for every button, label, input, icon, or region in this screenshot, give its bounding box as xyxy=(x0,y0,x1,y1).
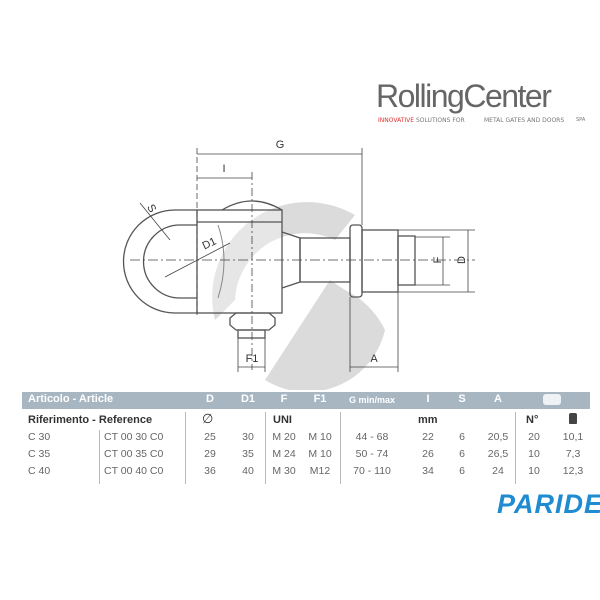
table-cell: 10 xyxy=(528,448,540,460)
header-f1: F1 xyxy=(313,393,327,405)
logo-tagline-left: INNOVATIVE SOLUTIONS FOR xyxy=(378,117,465,124)
label-f1: F1 xyxy=(246,353,259,365)
label-g: G xyxy=(276,139,285,151)
table-cell: 6 xyxy=(459,448,465,460)
logo-suffix: SPA xyxy=(576,117,586,123)
table-cell: C 40 xyxy=(28,465,51,477)
table-cell: 10 xyxy=(528,465,540,477)
table-cell: M12 xyxy=(309,465,331,477)
label-a: A xyxy=(370,353,378,365)
table-cell: 6 xyxy=(459,431,465,443)
table-cell: CT 00 35 C0 xyxy=(104,448,164,460)
header-d1: D1 xyxy=(240,393,256,405)
table-cell: M 24 xyxy=(272,448,296,460)
header-g: G min/max xyxy=(348,395,395,405)
table-cell: 6 xyxy=(459,465,465,477)
table-cell: CT 00 40 C0 xyxy=(104,465,164,477)
table-cell: 20 xyxy=(528,431,540,443)
table-header-bar xyxy=(22,392,590,409)
table-cell: C 30 xyxy=(28,431,51,443)
table-cell: M 10 xyxy=(308,431,332,443)
table-cell: 26,5 xyxy=(487,448,509,460)
logo-tagline-right: METAL GATES AND DOORS xyxy=(484,117,565,124)
header-s: S xyxy=(458,393,466,405)
logo-brand: RollingCenter xyxy=(376,78,552,114)
table-cell: M 10 xyxy=(308,448,332,460)
table-cell: 70 - 110 xyxy=(353,465,391,477)
label-i: I xyxy=(222,163,225,175)
subheader-uni: UNI xyxy=(273,414,292,426)
table-cell: 26 xyxy=(422,448,434,460)
header-d: D xyxy=(206,393,214,405)
header-a: A xyxy=(494,393,502,405)
table-cell: 36 xyxy=(204,465,216,477)
table-cell: M 30 xyxy=(272,465,296,477)
subheader-reference: Riferimento - Reference xyxy=(28,414,153,426)
subheader-count: N° xyxy=(526,414,539,426)
table-cell: 30 xyxy=(242,431,254,443)
table-cell: 35 xyxy=(242,448,254,460)
divider xyxy=(265,412,266,484)
table-cell: 10,1 xyxy=(562,431,584,443)
divider xyxy=(185,412,186,484)
watermark xyxy=(212,202,385,390)
label-d: D xyxy=(456,256,468,264)
technical-drawing: G I S D1 F D F1 A xyxy=(122,139,475,390)
table-cell: 12,3 xyxy=(562,465,584,477)
divider xyxy=(515,412,516,484)
table-cell: 20,5 xyxy=(487,431,509,443)
table-cell: 29 xyxy=(204,448,216,460)
table-cell: 25 xyxy=(204,431,216,443)
label-d1: D1 xyxy=(201,235,219,252)
divider xyxy=(99,430,100,484)
table-cell: 22 xyxy=(422,431,434,443)
table-cell: M 20 xyxy=(272,431,296,443)
subheader-mm: mm xyxy=(418,414,438,426)
divider xyxy=(340,412,341,484)
table-cell: 7,3 xyxy=(565,448,581,460)
label-f: F xyxy=(432,256,444,263)
box-icon xyxy=(543,394,561,405)
table-cell: 40 xyxy=(242,465,254,477)
header-f: F xyxy=(280,393,288,405)
table-cell: 44 - 68 xyxy=(355,431,389,443)
table-cell: CT 00 30 C0 xyxy=(104,431,164,443)
header-i: I xyxy=(426,393,430,405)
weight-icon xyxy=(569,413,577,424)
table-cell: 50 - 74 xyxy=(355,448,389,460)
table-cell: 34 xyxy=(422,465,434,477)
table-cell: C 35 xyxy=(28,448,51,460)
rolling-center-logo: RollingCenter INNOVATIVE SOLUTIONS FOR M… xyxy=(376,80,591,128)
diameter-icon: ∅ xyxy=(202,411,214,426)
paride-logo: PARIDE xyxy=(497,489,600,519)
header-article: Articolo - Article xyxy=(28,393,114,405)
table-cell: 24 xyxy=(492,465,504,477)
